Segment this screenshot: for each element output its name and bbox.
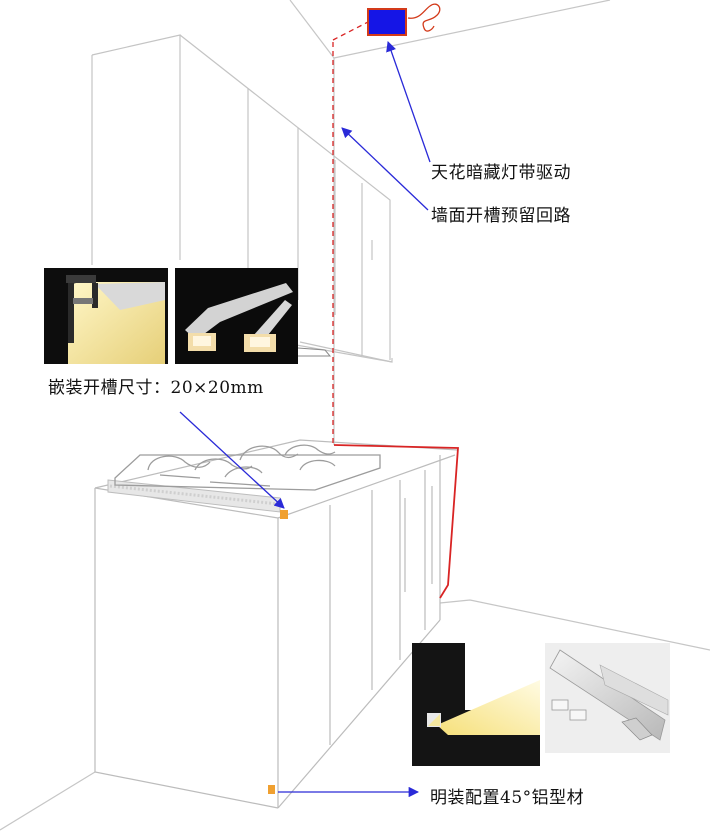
upper-cabinets [91, 34, 393, 363]
ceiling-driver-label: 天花暗藏灯带驱动 [431, 163, 571, 183]
recessed-profile-section-photo [44, 268, 168, 364]
recessed-size-label: 嵌装开槽尺寸：20×20mm [48, 378, 264, 398]
led-marker-icon [280, 510, 288, 519]
leader-arrows [179, 41, 431, 798]
corner-profile-section-photo [412, 643, 540, 766]
driver-box-icon [367, 8, 407, 36]
wall-groove-label: 墙面开槽预留回路 [431, 206, 571, 226]
wall-groove-circuit [332, 21, 459, 599]
surface-mount-label: 明装配置45°铝型材 [430, 788, 585, 808]
recessed-profile-product-photo [175, 268, 298, 364]
hood-underside [297, 347, 332, 357]
corner-profile-product-photo [545, 643, 670, 753]
gas-hob [114, 444, 381, 491]
led-marker-icon-lower [268, 785, 275, 794]
driver-cable [407, 3, 441, 32]
